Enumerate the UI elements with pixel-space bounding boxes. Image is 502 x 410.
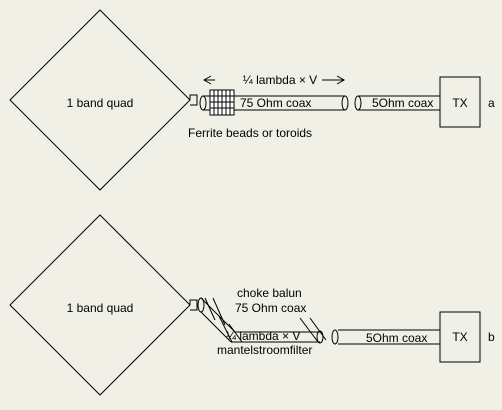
quad-antenna-b	[9, 214, 191, 396]
coax-50-b	[338, 329, 440, 345]
coax-50-a	[354, 95, 440, 111]
coax50-label-a: 5Ohm coax	[372, 96, 433, 110]
choke-title-b: choke balun	[237, 286, 302, 300]
antenna-label-a: 1 band quad	[67, 96, 134, 110]
tx-box-a	[439, 76, 481, 128]
filter-label-b: mantelstroomfilter	[217, 343, 312, 357]
length-arrows-a	[202, 75, 346, 85]
tx-box-b	[439, 311, 481, 363]
quad-antenna-a	[9, 9, 191, 191]
tx-label-a: TX	[452, 96, 467, 110]
ferrite-beads-a	[209, 89, 235, 116]
diagram-a: 1 band quad	[9, 9, 495, 191]
coax75-label-b: 75 Ohm coax	[235, 301, 306, 315]
length-label-b: ¼ lambda × V	[226, 329, 300, 343]
feedpoint-b	[189, 299, 198, 311]
antenna-label-b: 1 band quad	[67, 301, 134, 315]
choke-label-a: Ferrite beads or toroids	[188, 126, 312, 140]
coax50-label-b: 5Ohm coax	[366, 331, 427, 345]
tx-label-b: TX	[452, 330, 467, 344]
diagram-b: 1 band quad choke balun 75 Ohm coax ¼ l	[9, 214, 495, 396]
feedpoint-a	[189, 94, 198, 106]
length-label-a: ¼ lambda × V	[243, 73, 317, 87]
panel-label-a: a	[488, 96, 495, 110]
coax75-label-a: 75 Ohm coax	[240, 96, 311, 110]
choke-balun-coax-b	[197, 297, 339, 345]
panel-label-b: b	[488, 330, 495, 344]
